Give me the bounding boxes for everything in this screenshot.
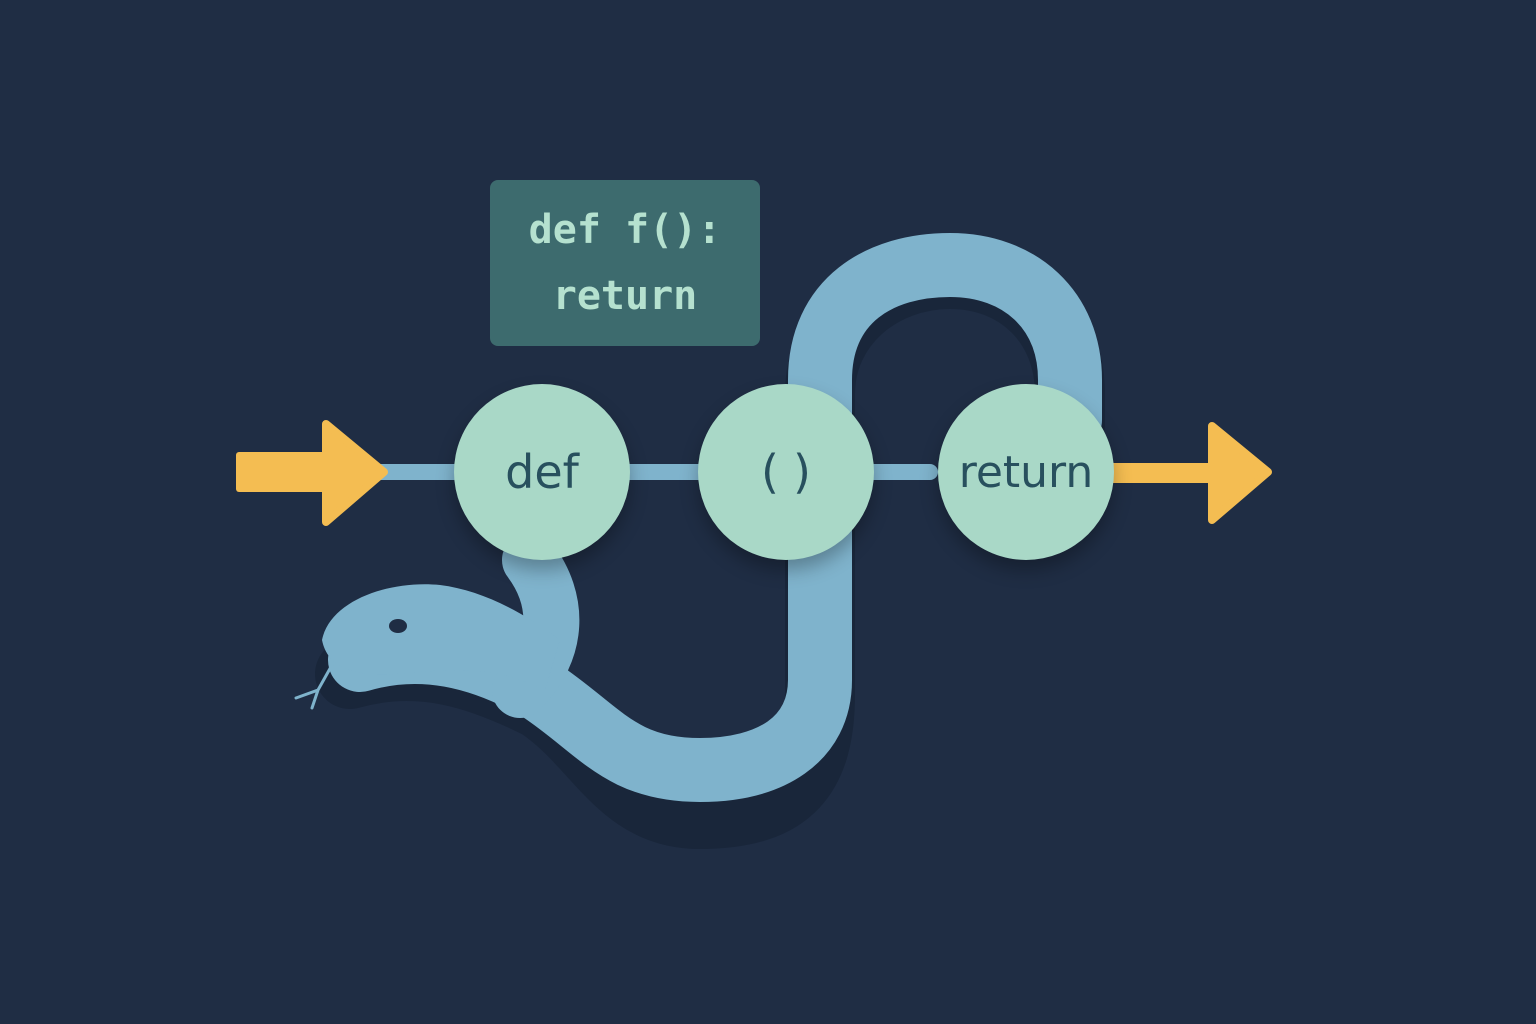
- right-arrow-icon: [236, 420, 388, 526]
- code-line-2: return: [552, 273, 698, 319]
- snake-eye: [389, 619, 407, 633]
- node-parens: (): [698, 384, 874, 560]
- output-arrow-head: [1208, 422, 1272, 524]
- snake-tongue: [294, 663, 334, 710]
- input-arrow-shaft: [236, 452, 336, 492]
- node-return-label: return: [958, 446, 1094, 498]
- python-snake-icon: [294, 584, 560, 710]
- code-line-1: def f():: [528, 207, 722, 253]
- input-arrow-head: [322, 420, 388, 526]
- right-arrow-icon: [1108, 422, 1272, 524]
- node-def-label: def: [505, 445, 579, 499]
- node-return: return: [938, 384, 1114, 560]
- node-parens-label: (): [761, 445, 825, 499]
- output-arrow-shaft: [1108, 463, 1222, 483]
- snake-head: [322, 584, 560, 690]
- code-snippet-box: def f(): return: [490, 180, 760, 346]
- node-def: def: [454, 384, 630, 560]
